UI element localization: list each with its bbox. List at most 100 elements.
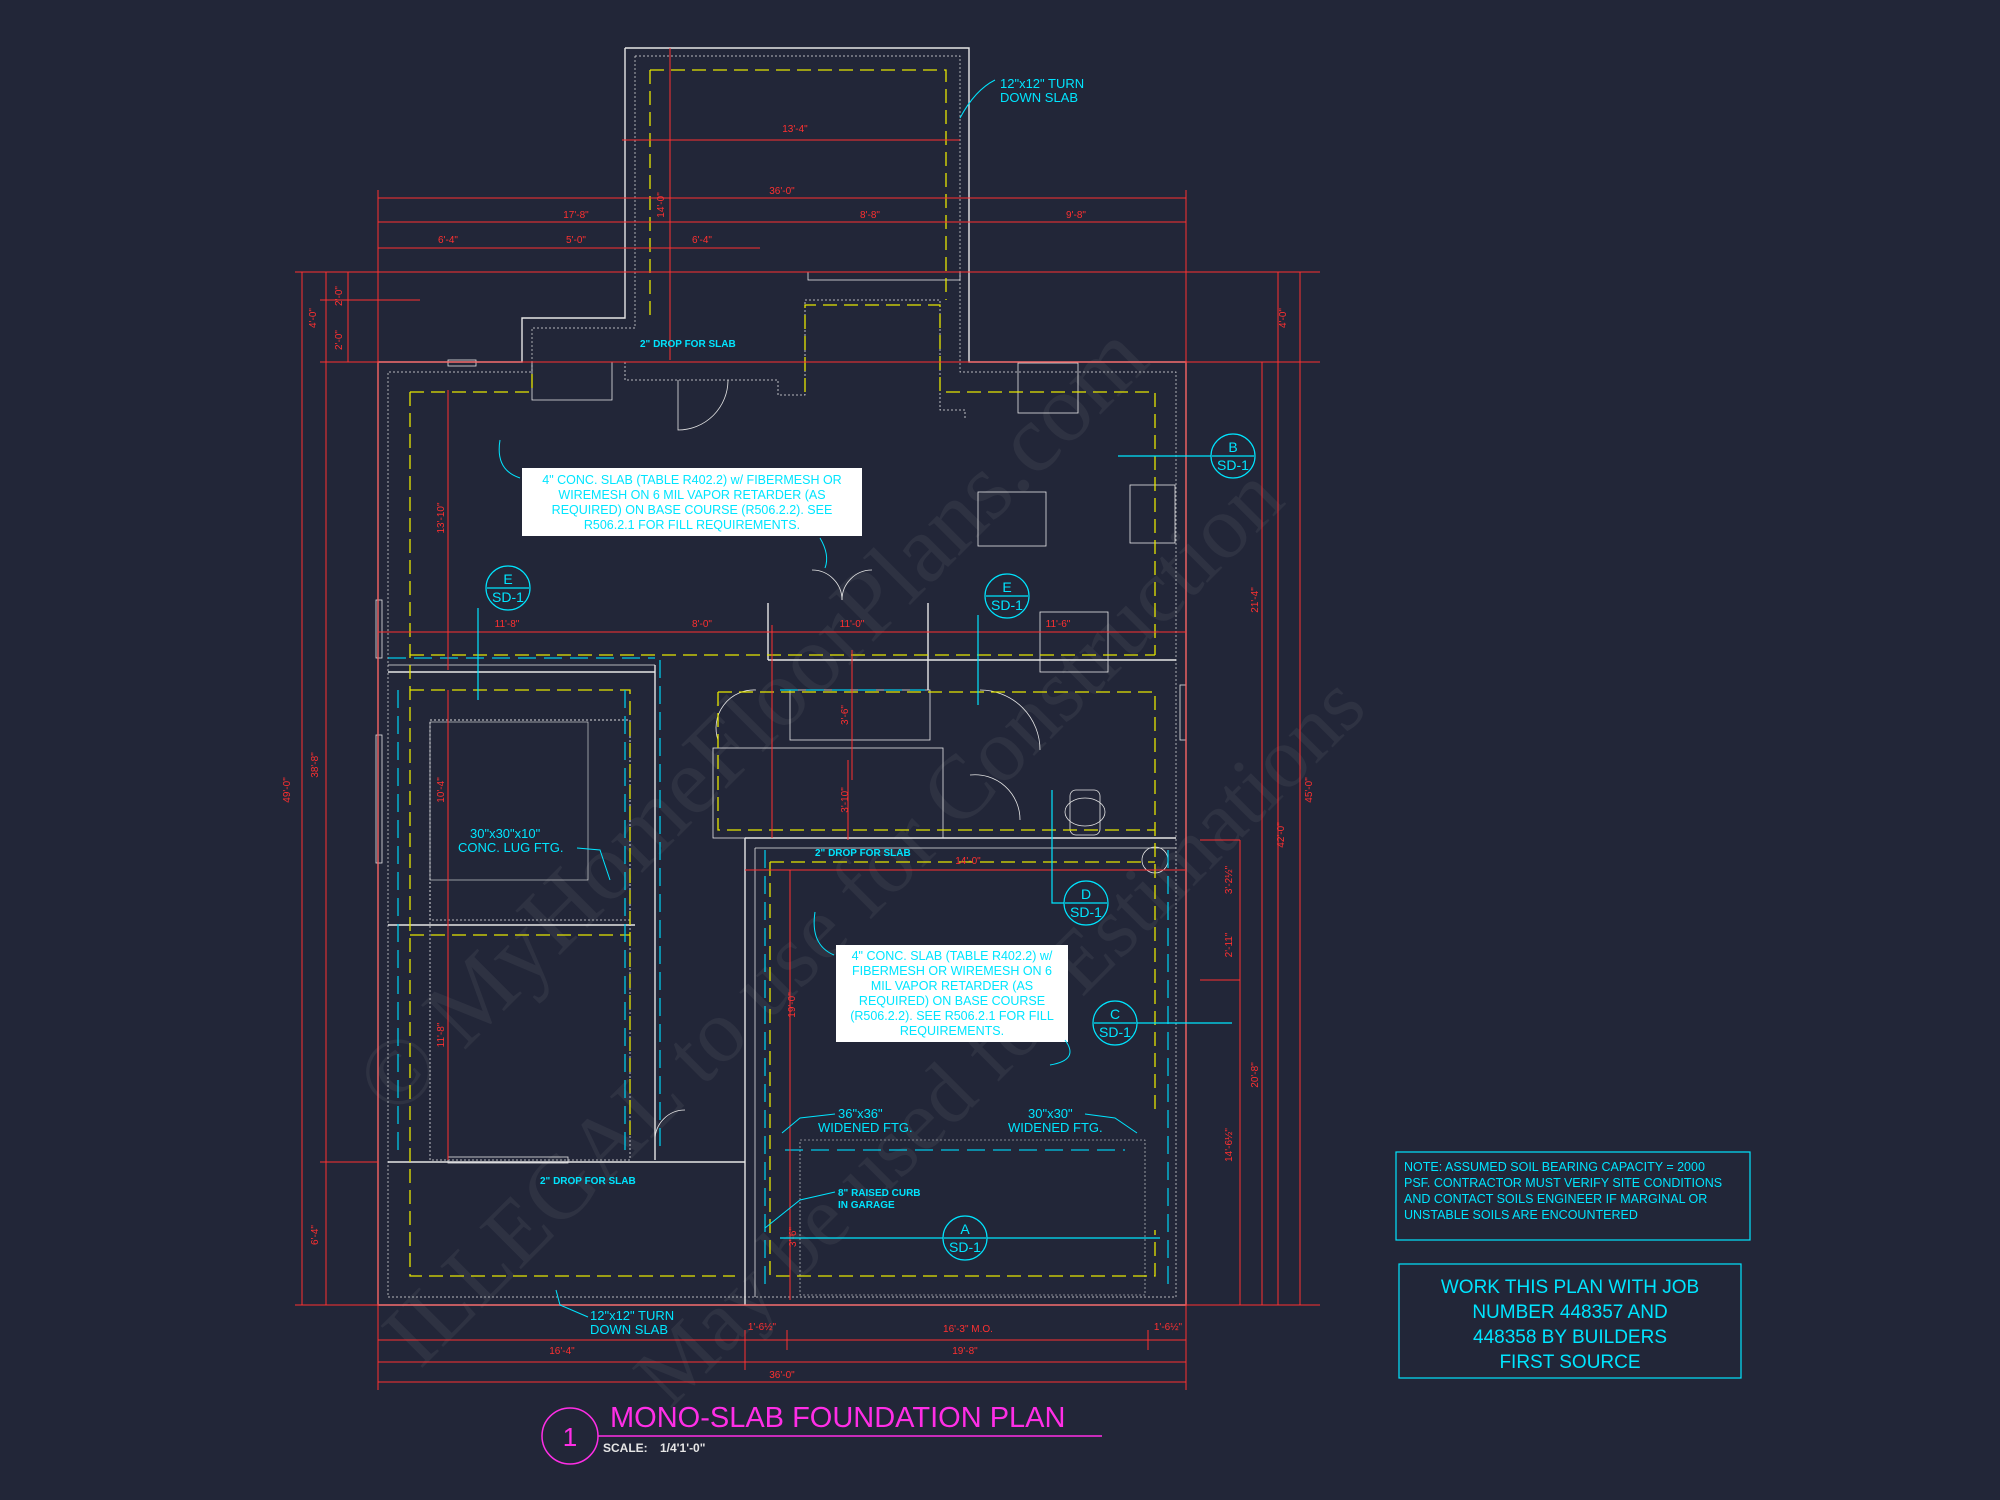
slab-note-2-line-5: (R506.2.2). SEE R506.2.1 FOR FILL xyxy=(850,1009,1054,1023)
leader-wide36 xyxy=(781,1113,836,1134)
dim-room-10-4: 10'-4" xyxy=(436,777,447,803)
label-wide36-2: WIDENED FTG. xyxy=(818,1120,913,1135)
slab-note-2-line-1: 4" CONC. SLAB (TABLE R402.2) w/ xyxy=(852,949,1053,963)
door-swing-pantry-b xyxy=(841,569,873,601)
slab-note-2-box xyxy=(836,945,1068,1042)
slab-note-1-line-1: 4" CONC. SLAB (TABLE R402.2) w/ FIBERMES… xyxy=(542,473,841,487)
door-swing-closet xyxy=(969,774,1021,821)
dim-left-49-0: 49'-0" xyxy=(282,777,293,803)
drawing-number: 1 xyxy=(563,1422,577,1452)
slab-note-2-line-2: FIBERMESH OR WIREMESH ON 6 xyxy=(852,964,1052,978)
label-wide36-1: 36"x36" xyxy=(838,1106,883,1121)
job-note-line-3: 448358 BY BUILDERS xyxy=(1473,1327,1667,1348)
section-tags: B SD-1 E SD-1 E SD-1 D SD-1 C SD-1 xyxy=(477,433,1256,1261)
slab-note-1-line-2: WIREMESH ON 6 MIL VAPOR RETARDER (AS xyxy=(558,488,825,502)
label-curb-2: IN GARAGE xyxy=(838,1200,895,1211)
label-wide30-2: WIDENED FTG. xyxy=(1008,1120,1103,1135)
slab-note-2-line-3: MIL VAPOR RETARDER (AS xyxy=(871,979,1033,993)
job-note-line-2: NUMBER 448357 AND xyxy=(1472,1302,1667,1323)
window-west-2 xyxy=(375,734,383,864)
plan-labels: 12"x12" TURN DOWN SLAB 2" DROP FOR SLAB … xyxy=(458,76,1138,1337)
soil-note-line-3: AND CONTACT SOILS ENGINEER IF MARGINAL O… xyxy=(1404,1192,1707,1206)
dim-mid-11-6: 11'-6" xyxy=(1046,619,1071,630)
leader-slab-note-2 xyxy=(813,911,835,956)
dimension-texts: 36'-0" 17'-8" 8'-8" 9'-8" 6'-4" 5'-0" 6'… xyxy=(282,124,1315,1381)
label-drop-2: 2" DROP FOR SLAB xyxy=(815,848,911,859)
label-drop-3: 2" DROP FOR SLAB xyxy=(540,1176,636,1187)
section-tag-a-sheet: SD-1 xyxy=(949,1239,981,1255)
entry-wall xyxy=(624,299,966,420)
garage-curb xyxy=(799,1139,1146,1296)
dim-top-6-4a: 6'-4" xyxy=(438,235,458,246)
dim-porch-14-0: 14'-0" xyxy=(656,192,667,218)
dim-bottom-16-3: 16'-3" M.O. xyxy=(943,1324,993,1335)
dim-left-38-8: 38'-8" xyxy=(310,752,321,778)
slab-edge-porch-right xyxy=(650,69,947,300)
title-block: 1 MONO-SLAB FOUNDATION PLAN SCALE: 1/4'1… xyxy=(541,1402,1102,1465)
section-tag-c-letter: C xyxy=(1110,1006,1120,1022)
slab-note-2-line-4: REQUIRED) ON BASE COURSE xyxy=(859,994,1045,1008)
dim-porch-13-4: 13'-4" xyxy=(782,124,808,135)
dim-top-9-8: 9'-8" xyxy=(1066,210,1086,221)
island xyxy=(977,491,1047,547)
toilet xyxy=(1069,789,1101,836)
dim-stair-3-10: 3'-10" xyxy=(840,787,851,813)
label-drop-1: 2" DROP FOR SLAB xyxy=(640,339,736,350)
sink xyxy=(1017,362,1079,414)
job-note-line-4: FIRST SOURCE xyxy=(1499,1352,1640,1373)
section-tag-d-sheet: SD-1 xyxy=(1070,904,1102,920)
label-turn-down-top-2: DOWN SLAB xyxy=(1000,90,1078,105)
section-tag-e-right: E SD-1 xyxy=(977,573,1030,705)
window-west-1 xyxy=(375,599,383,659)
dim-top-6-4b: 6'-4" xyxy=(692,235,712,246)
window-east xyxy=(1179,684,1187,741)
door-swing-entry xyxy=(677,379,729,431)
slab-edge-garage xyxy=(769,862,1156,1277)
slab-edge-stair xyxy=(717,692,1155,831)
scale-label: SCALE: xyxy=(603,1441,648,1455)
section-tag-d-letter: D xyxy=(1081,886,1091,902)
slab-edge-ne xyxy=(804,304,1156,655)
dim-top-17-8: 17'-8" xyxy=(563,210,589,221)
job-note: WORK THIS PLAN WITH JOB NUMBER 448357 AN… xyxy=(1398,1263,1742,1379)
dim-bottom-19-8: 19'-8" xyxy=(952,1346,978,1357)
plan-title: MONO-SLAB FOUNDATION PLAN xyxy=(610,1402,1065,1434)
label-turn-down-bot-1: 12"x12" TURN xyxy=(590,1308,674,1323)
dim-room-13-10: 13'-10" xyxy=(436,502,447,533)
label-lug-2: CONC. LUG FTG. xyxy=(458,840,563,855)
label-turn-down-top-1: 12"x12" TURN xyxy=(1000,76,1084,91)
footing-lines xyxy=(388,657,1169,1290)
section-tag-e-right-sheet: SD-1 xyxy=(991,597,1023,613)
section-tag-a-letter: A xyxy=(960,1221,970,1237)
section-tag-b-letter: B xyxy=(1228,439,1237,455)
dim-bottom-1-6b: 1'-6½" xyxy=(1154,1322,1183,1333)
section-tag-a: A SD-1 xyxy=(780,1215,1160,1261)
leader-slab-note-1b xyxy=(819,537,828,569)
soil-note: NOTE: ASSUMED SOIL BEARING CAPACITY = 20… xyxy=(1395,1151,1751,1241)
slab-edge-nw xyxy=(410,372,533,393)
lug-footing-outline xyxy=(429,721,589,881)
dim-top-8-8: 8'-8" xyxy=(860,210,880,221)
soil-note-line-4: UNSTABLE SOILS ARE ENCOUNTERED xyxy=(1404,1208,1638,1222)
porch-step xyxy=(807,271,961,281)
section-tag-e-left: E SD-1 xyxy=(477,565,531,700)
dim-garage-19-0: 19'-0" xyxy=(787,992,798,1018)
section-tag-e-right-letter: E xyxy=(1002,579,1011,595)
door-swing-pantry-a xyxy=(811,569,843,601)
door-swing-bath xyxy=(979,689,1041,751)
soil-note-box xyxy=(1395,1151,1751,1241)
leader-slab-note-2b xyxy=(1049,1039,1071,1066)
kitchen-box xyxy=(1039,611,1109,673)
slab-note-1-box xyxy=(522,468,862,536)
section-tag-c-sheet: SD-1 xyxy=(1099,1024,1131,1040)
dim-right-45-0: 45'-0" xyxy=(1304,777,1315,803)
dim-room-11-8-vertical: 11'-8" xyxy=(436,1022,447,1047)
dim-left-6-4: 6'-4" xyxy=(310,1225,321,1245)
dim-bottom-36: 36'-0" xyxy=(769,1370,795,1381)
bump-out xyxy=(531,362,613,401)
range xyxy=(1129,484,1176,544)
window-north xyxy=(447,359,477,367)
dim-right-2-11: 2'-11" xyxy=(1224,932,1235,957)
label-turn-down-bot-2: DOWN SLAB xyxy=(590,1322,668,1337)
job-note-box xyxy=(1398,1263,1742,1379)
